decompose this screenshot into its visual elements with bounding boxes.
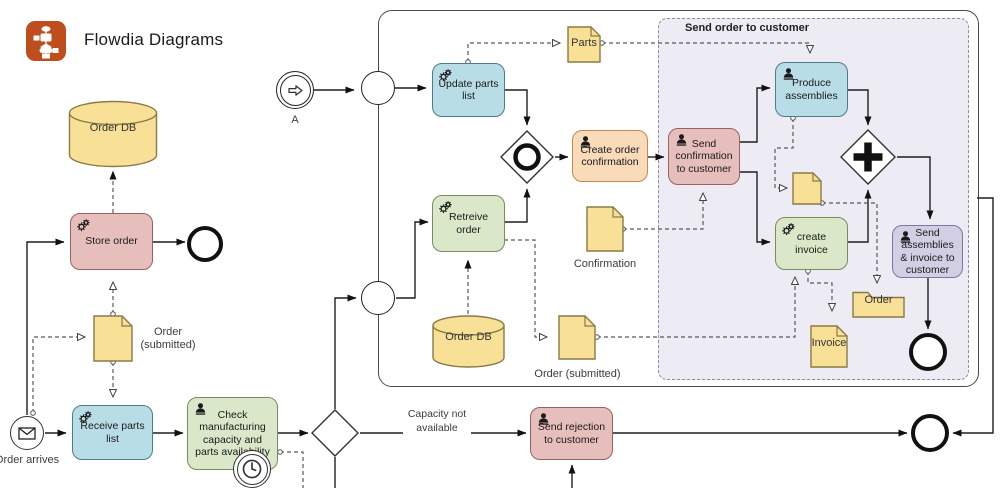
datastore-order-db-top[interactable] xyxy=(68,100,158,173)
doc-assembly[interactable] xyxy=(792,172,822,210)
user-icon xyxy=(674,133,689,147)
task-label: Send rejection to customer xyxy=(537,421,606,446)
task-send-assemblies[interactable]: Send assemblies & invoice to customer xyxy=(892,225,963,278)
task-produce-assemblies[interactable]: Produce assemblies xyxy=(775,62,848,117)
app-title: Flowdia Diagrams xyxy=(84,30,224,49)
assoc-start-to-ordersubmitted xyxy=(33,337,85,413)
flow-start-to-store-order xyxy=(26,238,65,415)
flow-send-confirmation-to-produce xyxy=(740,84,771,143)
flow-merge2-to-retreive xyxy=(396,218,429,299)
assoc-check-down-offscreen xyxy=(277,449,304,488)
assoc-produce-to-doc xyxy=(774,118,793,188)
inclusive-gateway[interactable] xyxy=(500,130,554,189)
end-event-final[interactable] xyxy=(911,414,949,452)
gears-icon xyxy=(76,218,91,232)
flow-retreive-to-or-gateway xyxy=(505,188,531,223)
gears-icon xyxy=(781,222,796,236)
datastore-order-db-mid[interactable] xyxy=(432,315,505,373)
gears-icon xyxy=(438,200,453,214)
end-event-subprocess[interactable] xyxy=(909,333,947,371)
flow-produce-to-plus-gateway xyxy=(848,89,872,126)
assoc-confirmation-to-send-confirmation xyxy=(623,193,703,229)
doc-label: Confirmation xyxy=(573,258,637,270)
flow-create-invoice-to-plus-gateway xyxy=(848,189,872,243)
doc-invoice[interactable] xyxy=(810,325,848,373)
task-label: Create order confirmation xyxy=(580,143,640,168)
doc-order-submitted-mid[interactable] xyxy=(558,315,596,365)
assoc-parts-doc-to-produce xyxy=(602,43,810,53)
datastore-label: Order DB xyxy=(445,331,492,343)
end-event-store-order[interactable] xyxy=(187,226,223,262)
task-label: Update parts list xyxy=(438,77,499,102)
assoc-ordersubmitted2-to-create-invoice xyxy=(597,277,795,337)
task-label: Store order xyxy=(85,235,138,248)
sequence-flows[interactable] xyxy=(26,84,994,488)
folder-order[interactable] xyxy=(852,288,905,323)
doc-label: Order xyxy=(864,294,893,306)
edge-label-capacity: Capacity not available xyxy=(403,408,471,436)
task-label: Retreive order xyxy=(448,211,489,236)
user-icon xyxy=(578,135,593,149)
assoc-doc-to-order-folder xyxy=(822,203,877,283)
link-arrow-icon xyxy=(287,84,304,97)
gears-icon xyxy=(438,68,453,82)
clock-icon xyxy=(241,458,263,480)
task-label: Produce assemblies xyxy=(785,77,838,102)
task-label: Receive parts list xyxy=(80,420,145,445)
assoc-retreive-to-ordersubmitted2 xyxy=(497,240,547,337)
flow-send-confirmation-to-invoice xyxy=(740,171,771,246)
user-icon xyxy=(193,402,208,416)
gears-icon xyxy=(78,410,93,424)
task-send-rejection[interactable]: Send rejection to customer xyxy=(530,407,613,460)
task-store-order[interactable]: Store order xyxy=(70,213,153,270)
timer-boundary-event[interactable] xyxy=(233,450,271,488)
start-event-order-arrives[interactable] xyxy=(10,416,44,450)
doc-label: Invoice xyxy=(811,337,847,349)
flowdia-logo-icon xyxy=(26,21,66,61)
region-title: Send order to customer xyxy=(685,22,810,34)
flow-subprocess-to-final-end xyxy=(952,197,994,437)
doc-label: Parts xyxy=(571,37,597,49)
exclusive-gateway-capacity[interactable] xyxy=(311,409,359,462)
flow-gateway-to-merge2 xyxy=(334,294,357,409)
envelope-icon xyxy=(18,427,36,440)
task-send-confirmation[interactable]: Send confirmation to customer xyxy=(668,128,740,185)
task-update-parts[interactable]: Update parts list xyxy=(432,63,505,117)
task-create-confirmation[interactable]: Create order confirmation xyxy=(572,130,648,182)
task-create-invoice[interactable]: create invoice xyxy=(775,217,848,270)
merge-event-bottom[interactable] xyxy=(361,281,395,315)
doc-label: Order (submitted) xyxy=(140,326,196,352)
user-icon xyxy=(781,67,796,81)
assoc-update-parts-to-parts-doc xyxy=(468,43,560,62)
parallel-gateway[interactable] xyxy=(840,129,896,190)
datastore-label: Order DB xyxy=(89,122,137,134)
link-event-a[interactable] xyxy=(276,71,314,109)
user-icon xyxy=(536,412,551,426)
user-icon xyxy=(898,230,913,244)
data-associations[interactable] xyxy=(33,43,877,488)
link-event-label: A xyxy=(291,114,299,126)
task-label: Send assemblies & invoice to customer xyxy=(900,226,955,276)
flow-update-parts-to-or-gateway xyxy=(505,89,531,126)
start-event-label: Order arrives xyxy=(0,454,60,466)
inclusive-circle-icon xyxy=(513,143,541,171)
flow-plus-gateway-to-send-assemblies xyxy=(897,156,934,220)
doc-order-submitted-left[interactable] xyxy=(93,315,133,367)
task-label: Check manufacturing capacity and parts a… xyxy=(195,408,270,458)
merge-event-top[interactable] xyxy=(361,71,395,105)
task-receive-parts[interactable]: Receive parts list xyxy=(72,405,153,460)
task-retreive-order[interactable]: Retreive order xyxy=(432,195,505,252)
doc-confirmation[interactable] xyxy=(586,206,624,257)
assoc-create-invoice-to-invoice-doc xyxy=(808,271,832,311)
doc-label: Order (submitted) xyxy=(534,368,621,380)
plus-icon xyxy=(853,142,883,172)
task-label: Send confirmation to customer xyxy=(675,137,733,175)
